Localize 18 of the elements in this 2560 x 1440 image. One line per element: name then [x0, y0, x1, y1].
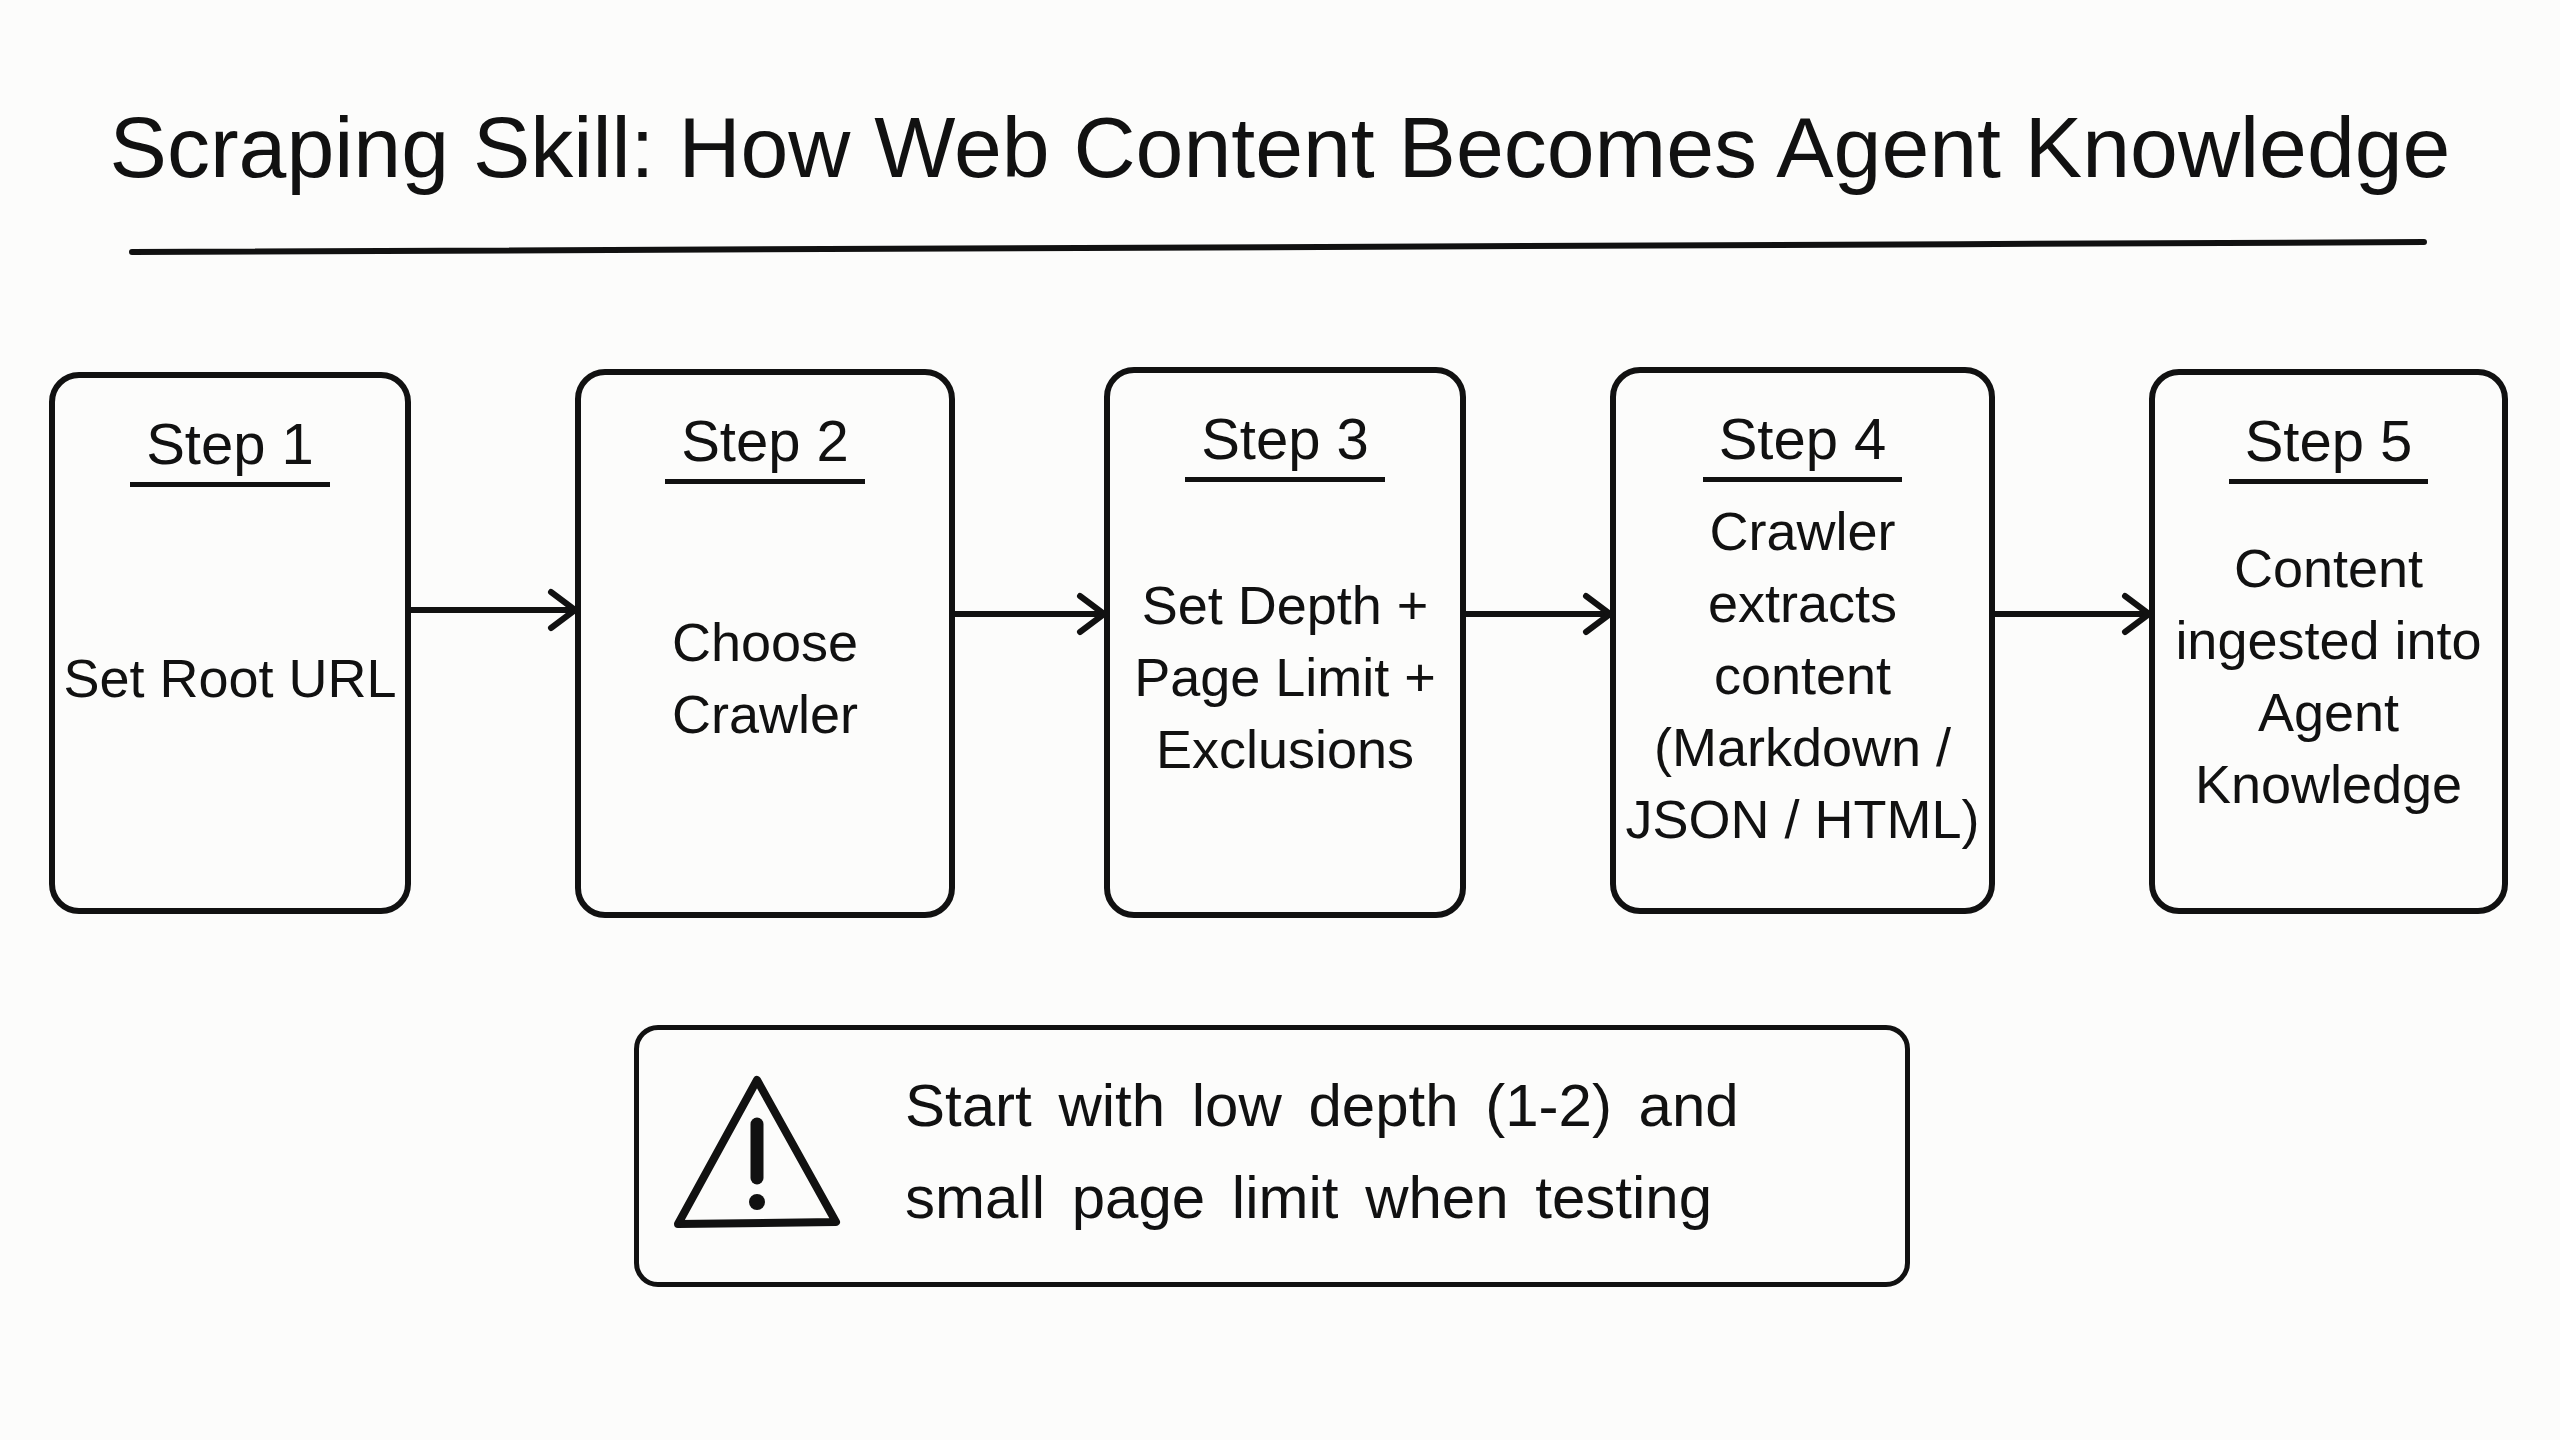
step-box	[49, 372, 411, 914]
step-box	[1610, 367, 1995, 914]
step-box	[1104, 367, 1466, 918]
step-box	[2149, 369, 2508, 914]
step-text: Content ingested into Agent Knowledge	[2174, 537, 2483, 816]
step-heading: Step 4	[1702, 403, 1903, 482]
step-heading: Step 5	[2228, 405, 2429, 484]
step-text: Set Depth + Page Limit + Exclusions	[1133, 574, 1437, 781]
note-box	[634, 1025, 1910, 1287]
step-text: Choose Crawler	[670, 611, 860, 746]
step-text: Crawler extracts content (Markdown / JSON / HTML)	[1624, 500, 1981, 851]
step-heading: Step 2	[665, 405, 865, 484]
diagram-title: Scraping Skill: How Web Content Becomes Agent Knowledge	[108, 98, 2452, 197]
note-text: Start with low depth (1-2) and small page limit when testing	[905, 1071, 1740, 1233]
step-box	[575, 369, 955, 918]
step-heading: Step 1	[130, 408, 330, 487]
step-text: Set Root URL	[63, 646, 397, 710]
step-heading: Step 3	[1185, 403, 1385, 482]
